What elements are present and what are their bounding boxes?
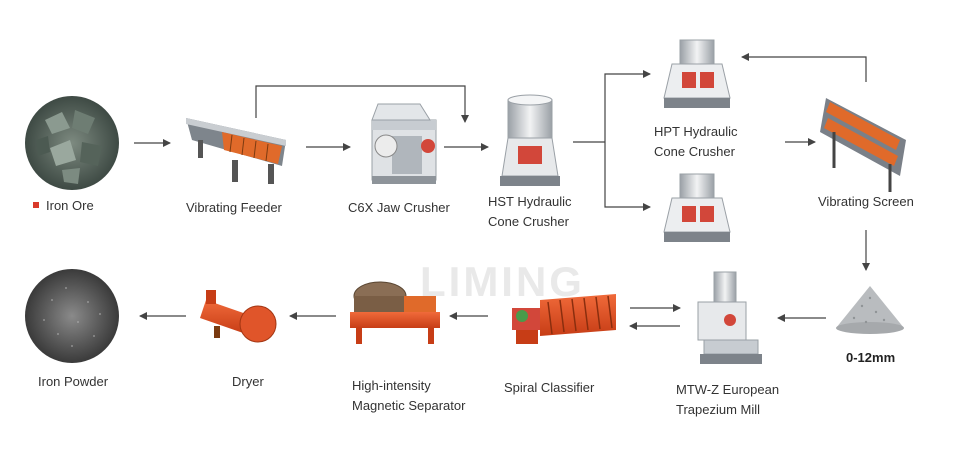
- jaw-crusher-label: C6X Jaw Crusher: [348, 200, 450, 215]
- hpt-label-line-1: HPT Hydraulic: [654, 124, 738, 139]
- arrow-screen-return: [741, 53, 867, 82]
- vibrating-feeder-icon: [186, 118, 286, 184]
- vibrating-screen-icon: [820, 98, 906, 192]
- hpt-cone-crusher-bottom-icon: [663, 173, 731, 242]
- product-pile-icon: [836, 286, 904, 334]
- trapezium-mill-icon: [697, 271, 762, 364]
- iron-powder-label: Iron Powder: [38, 374, 109, 389]
- dryer-icon: [200, 290, 277, 343]
- red-square-bullet: [33, 202, 39, 208]
- arrow-split-to-hpt-top: [604, 70, 651, 142]
- separator-label-line-1: High-intensity: [352, 378, 431, 393]
- arrow-feeder-bypass-to-hst: [255, 85, 469, 123]
- product-size-label: 0-12mm: [846, 350, 896, 365]
- hst-label-line-2: Cone Crusher: [488, 214, 569, 229]
- jaw-crusher-icon: [371, 103, 437, 184]
- vibrating-screen-label: Vibrating Screen: [818, 194, 914, 209]
- magnetic-separator-icon: [350, 281, 440, 344]
- hst-crusher-label: HST Hydraulic Cone Crusher: [488, 192, 572, 232]
- mill-label-line-2: Trapezium Mill: [676, 402, 761, 417]
- iron-ore-icon: [25, 96, 119, 190]
- iron-ore-label: Iron Ore: [46, 198, 94, 213]
- vibrating-feeder-label: Vibrating Feeder: [186, 200, 282, 215]
- hst-label-line-1: HST Hydraulic: [488, 194, 572, 209]
- hpt-label-line-2: Cone Crusher: [654, 144, 735, 159]
- iron-powder-icon: [25, 269, 119, 363]
- iron-ore-node: Iron Ore: [33, 196, 94, 216]
- hst-cone-crusher-icon: [500, 94, 560, 186]
- hpt-cone-crusher-top-icon: [663, 39, 731, 108]
- watermark-logo: LIMING: [420, 258, 585, 305]
- spiral-classifier-label: Spiral Classifier: [504, 380, 595, 395]
- dryer-label: Dryer: [232, 374, 264, 389]
- magnetic-separator-label: High-intensity Magnetic Separator: [352, 376, 465, 416]
- arrow-split-to-hpt-bottom: [604, 142, 651, 211]
- hpt-crusher-label: HPT Hydraulic Cone Crusher: [654, 122, 738, 162]
- spiral-classifier-icon: [512, 294, 616, 344]
- connectors: [134, 53, 870, 330]
- trapezium-mill-label: MTW-Z European Trapezium Mill: [676, 380, 779, 420]
- separator-label-line-2: Magnetic Separator: [352, 398, 466, 413]
- mill-label-line-1: MTW-Z European: [676, 382, 780, 397]
